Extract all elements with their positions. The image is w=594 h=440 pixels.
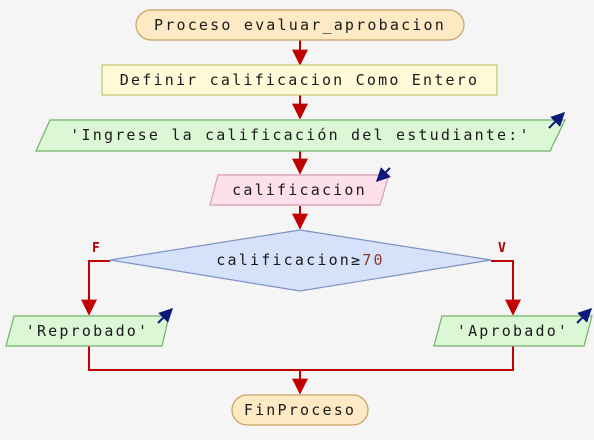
read-input-shape: [209, 174, 390, 206]
input-arrow-icon: [376, 167, 391, 182]
output-arrow-icon: [576, 308, 592, 324]
read-input-label: calificacion: [232, 181, 367, 199]
connector-true-branch: [491, 260, 521, 316]
end-terminal-shape: [231, 394, 369, 426]
true-branch-label: V: [498, 241, 506, 256]
end-terminal-label: FinProceso: [243, 401, 357, 419]
false-output-shape: [5, 315, 170, 347]
define-process-label: Definir calificacion Como Entero: [119, 71, 480, 89]
start-terminal-shape: [135, 9, 465, 41]
true-output-shape: [433, 315, 593, 347]
decision-shape: [109, 229, 492, 292]
false-branch-label: F: [92, 241, 100, 256]
false-output-label: 'Reprobado': [25, 322, 150, 340]
connectors: [81, 40, 521, 395]
decision-threshold: 70: [362, 251, 385, 269]
output-arrow-icon: [157, 308, 173, 324]
output-arrow-icon: [548, 112, 565, 129]
connector-false-branch: [81, 260, 110, 316]
connector-false-merge: [88, 346, 300, 371]
prompt-output-shape: [35, 119, 566, 152]
decision-condition: calificacion≥: [216, 251, 363, 269]
define-process-shape: [101, 64, 498, 96]
true-output-label: 'Aprobado': [456, 322, 570, 340]
connector-true-merge: [300, 346, 514, 371]
prompt-output-label: 'Ingrese la calificación del estudiante:…: [70, 126, 531, 144]
start-terminal-label: Proceso evaluar_aprobacion: [154, 16, 446, 34]
decision-label: calificacion≥70: [110, 251, 491, 269]
